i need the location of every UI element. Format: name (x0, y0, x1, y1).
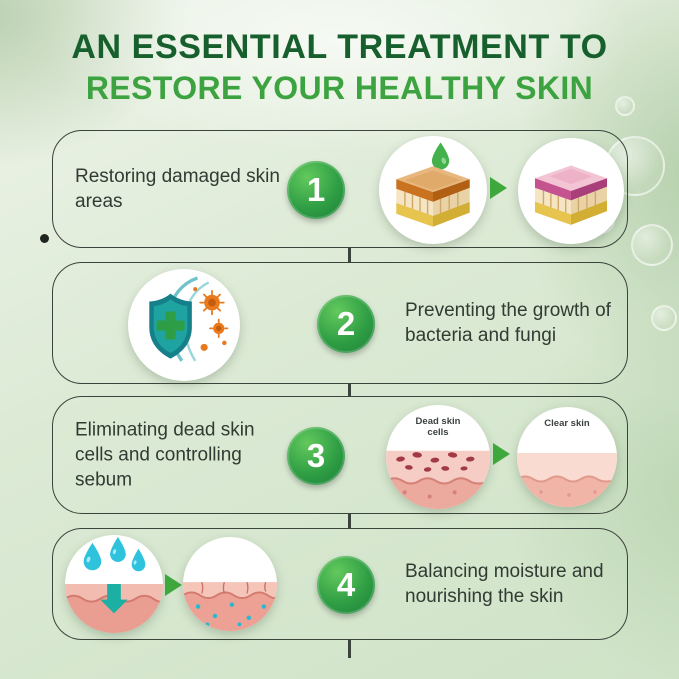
nourished-skin-icon (183, 537, 277, 631)
step-2-number-badge: 2 (317, 295, 375, 353)
bubble-icon (631, 224, 673, 266)
connector-line (348, 640, 351, 658)
step-4-panel: 4 Balancing moisture and nourishing the … (52, 528, 628, 640)
step-4-text: Balancing moisture and nourishing the sk… (405, 560, 604, 607)
antibacterial-shield-icon (128, 269, 240, 381)
step-2-text: Preventing the growth of bacteria and fu… (405, 299, 611, 346)
step-1-panel: Restoring damaged skin areas 1 (52, 130, 628, 248)
arrow-right-icon (490, 177, 507, 199)
step-1-text: Restoring damaged skin areas (75, 165, 280, 212)
connector-dot (40, 234, 49, 243)
step-1-number: 1 (306, 171, 326, 208)
title-line-2: RESTORE YOUR HEALTHY SKIN (85, 70, 594, 106)
damaged-skin-layers-icon (379, 136, 487, 244)
step-3-panel: Eliminating dead skin cells and controll… (52, 396, 628, 514)
restored-skin-layers-icon (518, 138, 624, 244)
arrow-right-icon (165, 574, 182, 596)
moisture-drops-icon (65, 535, 163, 633)
dead-skin-cells-label: Dead skin cells (415, 416, 461, 439)
step-3-text: Eliminating dead skin cells and controll… (75, 419, 255, 491)
step-4-number: 4 (336, 566, 356, 603)
clear-skin-icon: Clear skin (517, 407, 617, 507)
connector-line (348, 384, 351, 396)
dead-skin-cells-icon: Dead skin cells (386, 405, 490, 509)
step-3-number: 3 (306, 437, 326, 474)
step-1-number-badge: 1 (287, 161, 345, 219)
connector-line (348, 248, 351, 262)
title-line-1: AN ESSENTIAL TREATMENT TO (71, 28, 608, 66)
clear-skin-label: Clear skin (544, 418, 590, 429)
arrow-right-icon (493, 443, 510, 465)
connector-line (348, 514, 351, 528)
step-2-panel: 2 Preventing the growth of bacteria and … (52, 262, 628, 384)
step-3-number-badge: 3 (287, 427, 345, 485)
bubble-icon (615, 96, 635, 116)
bubble-icon (651, 305, 677, 331)
step-2-number: 2 (336, 305, 356, 342)
step-4-number-badge: 4 (317, 556, 375, 614)
